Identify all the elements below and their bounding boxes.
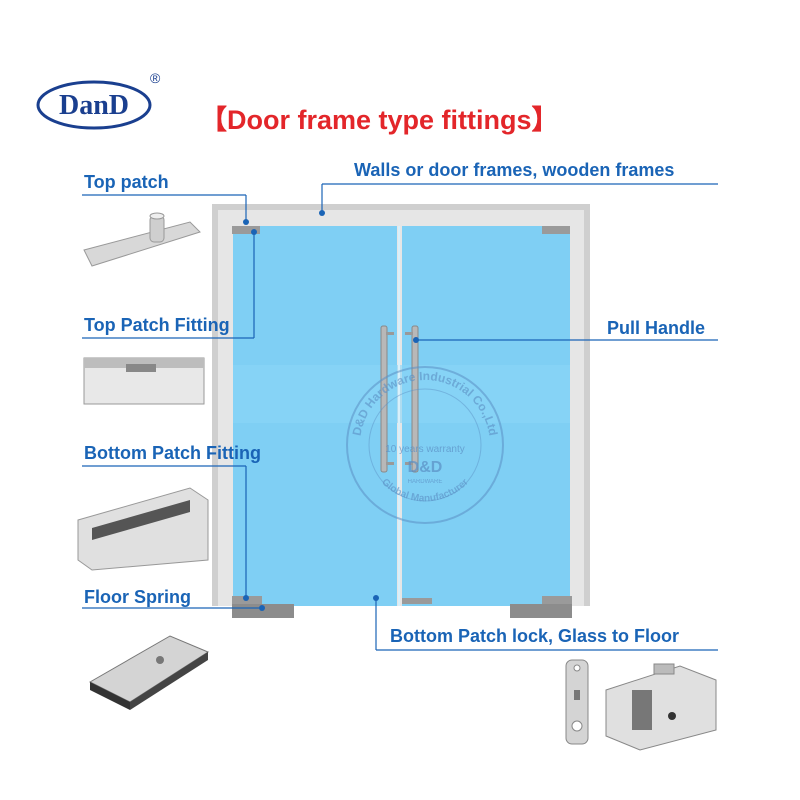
- pull-handle-right: [411, 325, 419, 473]
- watermark-name: D&D: [408, 459, 443, 476]
- floor-spring-photo: [88, 635, 210, 710]
- watermark-seal: D&D Hardware Industrial Co.,Ltd Global M…: [340, 360, 510, 530]
- bottom-patch-lock-photos: [565, 659, 717, 751]
- brand-logo: DanD: [36, 80, 152, 130]
- bottom-patch-fitting-photo: [77, 487, 209, 571]
- top-patch-photo: [83, 212, 201, 267]
- bottom-patch-lock: [402, 598, 432, 604]
- label-pull-handle: Pull Handle: [607, 318, 706, 338]
- label-bottom-patch-fitting: Bottom Patch Fitting: [84, 443, 261, 463]
- top-patch-right: [542, 226, 570, 234]
- brand-logo-text: DanD: [59, 90, 129, 121]
- bottom-patch-right: [542, 596, 572, 604]
- label-top-patch: Top patch: [84, 172, 169, 192]
- label-walls-door-frames: Walls or door frames, wooden frames: [354, 160, 675, 180]
- registered-mark: ®: [150, 70, 161, 86]
- floor-spring-right: [510, 604, 572, 618]
- watermark-warranty: 10 years warranty: [385, 444, 464, 455]
- label-floor-spring: Floor Spring: [84, 587, 191, 607]
- label-top-patch-fitting: Top Patch Fitting: [84, 315, 230, 335]
- label-bottom-patch-lock: Bottom Patch lock, Glass to Floor: [390, 626, 680, 646]
- top-patch-fitting-photo: [83, 357, 205, 405]
- pull-handle-left: [380, 325, 388, 473]
- page-title: 【Door frame type fittings】: [200, 105, 559, 135]
- top-patch-left: [232, 226, 260, 234]
- watermark-sub: HARDWARE: [408, 479, 443, 485]
